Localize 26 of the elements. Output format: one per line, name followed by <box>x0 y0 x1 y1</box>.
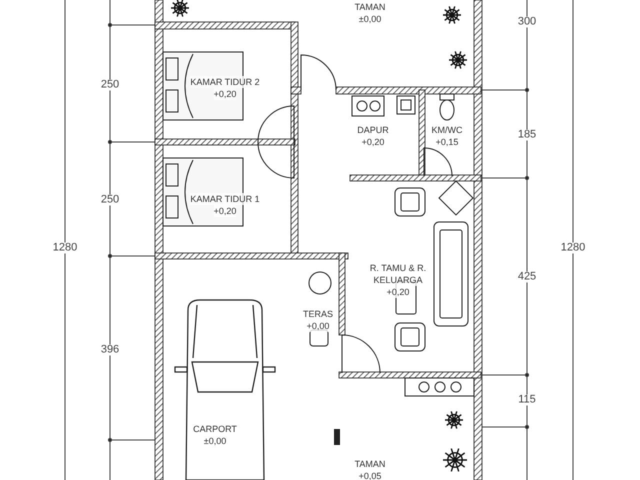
room-label: DAPUR <box>357 124 389 136</box>
room-label: TERAS <box>302 308 333 320</box>
floor-level: +0,15 <box>436 136 458 148</box>
floor-level: +0,20 <box>362 136 384 148</box>
dimension-label: 1280 <box>52 242 78 254</box>
floor-level: ±0,00 <box>204 435 226 447</box>
room-label: TAMAN <box>354 1 386 13</box>
floor-level: +0,20 <box>214 205 236 217</box>
dimension-label: 250 <box>100 194 120 206</box>
floor-level: ±0,00 <box>358 13 382 25</box>
dimension-label: 250 <box>100 80 120 90</box>
dimension-label: 115 <box>517 394 537 406</box>
dimension-label: 185 <box>516 130 538 140</box>
floor-level: +0,20 <box>386 286 410 298</box>
dimension-label: 396 <box>100 344 120 356</box>
room-label: KM/WC <box>432 124 462 136</box>
room-label: KAMAR TIDUR 1 <box>190 193 260 205</box>
dimension-label: 425 <box>516 272 538 282</box>
floor-level: +0,20 <box>214 88 236 100</box>
room-label: CARPORT <box>193 423 237 435</box>
room-label: TAMAN <box>354 458 386 470</box>
dimension-label: 1280 <box>560 242 586 254</box>
floor-level: +0,00 <box>306 320 330 332</box>
floor-level: +0,05 <box>358 470 382 480</box>
dimension-label: 300 <box>516 16 538 28</box>
room-label: KAMAR TIDUR 2 <box>190 76 260 88</box>
